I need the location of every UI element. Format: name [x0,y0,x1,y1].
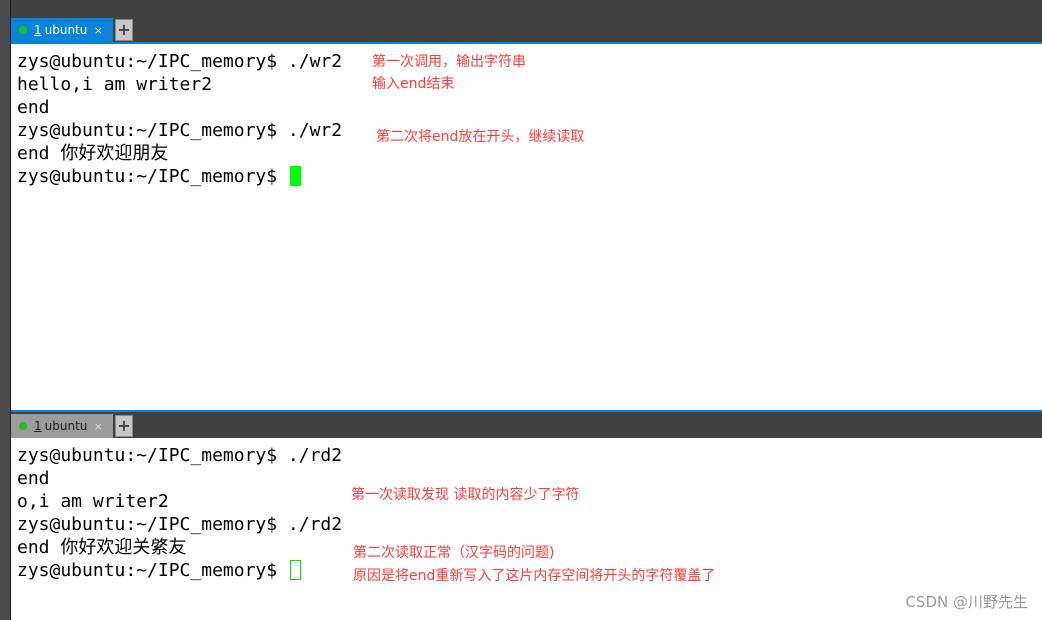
top-bar [0,0,1042,42]
terminal-line: zys@ubuntu:~/IPC_memory$ ./wr2 [17,120,343,141]
terminal-line: zys@ubuntu:~/IPC_memory$ ./rd2 [17,445,343,466]
watermark: CSDN @川野先生 [905,593,1028,611]
close-tab-icon[interactable]: × [93,419,103,433]
terminal-line: zys@ubuntu:~/IPC_memory$ ./rd2 [17,514,343,535]
close-tab-icon[interactable]: × [93,23,103,37]
annotation: 原因是将end重新写入了这片内存空间将开头的字符覆盖了 [353,568,716,584]
terminal-line: hello,i am writer2 [17,74,213,95]
terminal-line: zys@ubuntu:~/IPC_memory$ [17,560,288,581]
terminal-line: zys@ubuntu:~/IPC_memory$ [17,166,288,187]
annotation: 第二次读取正常（汉字码的问题) [353,545,555,561]
cursor [289,560,301,580]
annotation: 输入end结束 [372,76,455,92]
new-tab-button[interactable]: + [115,415,133,437]
terminal-line: end 你好欢迎关綮友 [17,537,187,558]
terminal-line: o,i am writer2 [17,491,169,512]
terminal-line: end [17,468,50,489]
annotation: 第一次读取发现 读取的内容少了字符 [351,487,580,503]
terminal-line: end [17,97,50,118]
tab-ubuntu-top[interactable]: 1 ubuntu × [11,18,113,42]
tab-label: ubuntu [44,23,88,37]
tab-ubuntu-bottom[interactable]: 1 ubuntu × [11,414,113,438]
new-tab-button[interactable]: + [115,19,133,41]
cursor [289,166,301,186]
annotation: 第二次将end放在开头，继续读取 [376,129,585,145]
status-dot-icon [19,422,27,430]
left-strip [0,0,11,620]
terminal-line: end 你好欢迎朋友 [17,143,169,164]
bottom-tab-bar [11,412,1042,438]
tab-number: 1 [34,419,42,433]
tab-label: ubuntu [44,419,88,433]
status-dot-icon [19,26,27,34]
annotation: 第一次调用，输出字符串 [372,54,526,70]
tab-number: 1 [34,23,42,37]
terminal-line: zys@ubuntu:~/IPC_memory$ ./wr2 [17,51,343,72]
